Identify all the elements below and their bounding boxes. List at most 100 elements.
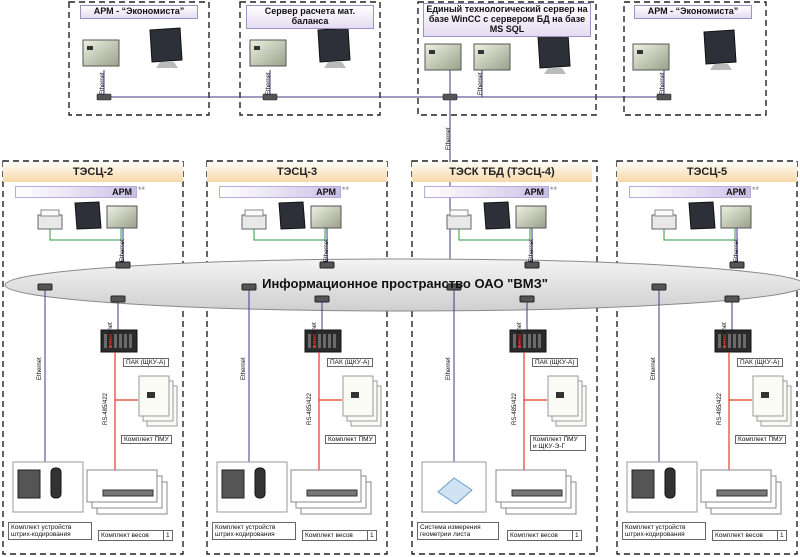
section-ethernet-label: Ethernet [517, 322, 523, 345]
scales-icon [306, 489, 358, 497]
computer-icon [515, 205, 547, 229]
printer-icon [37, 214, 63, 230]
information-space-cloud [4, 258, 800, 312]
arm-link-line [663, 228, 736, 241]
plc-label: ПАК (ЩКУ-А) [737, 358, 783, 368]
left-device-label: Комплект устройств штрих-кодирования [8, 522, 92, 541]
plc-module-icon [728, 334, 731, 348]
computer-icon [106, 205, 138, 229]
pmu-label: Комплект ПМУ [325, 435, 376, 445]
barcode-printer-icon [631, 469, 655, 499]
barcode-scanner-icon [50, 467, 62, 499]
plc-module-icon [513, 334, 516, 348]
monitor-icon [278, 201, 306, 230]
barcode-printer-icon [221, 469, 245, 499]
sheet-icon [437, 477, 473, 505]
switch-icon [519, 295, 535, 303]
top-box-title: АРМ - “Экономиста” [80, 5, 198, 19]
section-ethernet-label: Ethernet [108, 322, 114, 345]
monitor-icon [688, 201, 716, 230]
top-box-title: Единый технологический сервер на базе Wi… [423, 3, 591, 37]
cloud-title: Информационное пространство ОАО "ВМЗ" [262, 276, 548, 291]
scales-icon [102, 489, 154, 497]
scales-count: 1 [777, 530, 787, 542]
scales-label: Комплект весов [712, 530, 780, 542]
backbone-label: Ethernet [266, 72, 272, 95]
plc-module-icon [323, 334, 326, 348]
barcode-scanner-icon [664, 467, 676, 499]
section-ethernet-label: Ethernet [529, 239, 535, 262]
pmu-label: Комплект ПМУ [735, 435, 786, 445]
arm-text: АРМ [726, 187, 746, 197]
plc-module-icon [518, 334, 521, 348]
plc-module-icon [124, 334, 127, 348]
section-title: ТЭСЦ-2 [3, 162, 183, 182]
arm-link-line [458, 228, 531, 241]
printer-icon [446, 214, 472, 230]
arm-link-line [253, 228, 326, 241]
printer-paper-icon [244, 209, 264, 217]
plc-module-icon [538, 334, 541, 348]
plc-module-icon [109, 334, 112, 348]
scales-icon [511, 489, 563, 497]
switch-icon [651, 283, 667, 291]
section-ethernet-label: Ethernet [312, 322, 318, 345]
computer-icon [720, 205, 752, 229]
left-device-label: Комплект устройств штрих-кодирования [622, 522, 706, 541]
plc-module-icon [114, 334, 117, 348]
pmu-display-icon [147, 392, 155, 398]
scales-label: Комплект весов [302, 530, 370, 542]
top-boxes [68, 1, 767, 116]
pmu-label: Комплект ПМУ и ЩКУ-Э-Г [530, 435, 586, 452]
scales-label: Комплект весов [507, 530, 575, 542]
section-boxes [2, 160, 798, 555]
scales-count: 1 [163, 530, 173, 542]
scales-count: 1 [367, 530, 377, 542]
rs-label: RS-485/422 [307, 392, 313, 425]
arm-label: АРМ** [629, 185, 759, 198]
section-ethernet-label: Ethernet [722, 322, 728, 345]
rs-label: RS-485/422 [103, 392, 109, 425]
switch-icon [524, 261, 540, 269]
section-title: ТЭСК ТБД (ТЭСЦ-4) [412, 162, 592, 182]
section-ethernet-label: Ethernet [446, 357, 452, 380]
plc-module-icon [119, 334, 122, 348]
top-drops [103, 70, 665, 97]
plc-module-icon [528, 334, 531, 348]
left-device-label: Комплект устройств штрих-кодирования [212, 522, 296, 541]
scales-icon [716, 489, 768, 497]
plc-module-icon [318, 334, 321, 348]
scales-frame-icon [290, 469, 362, 503]
barcode-printer-icon [17, 469, 41, 499]
computer-icon [310, 205, 342, 229]
arm-label: АРМ** [424, 185, 557, 198]
section-ethernet-label: Ethernet [120, 239, 126, 262]
section-graphics [12, 201, 792, 515]
plc-module-icon [718, 334, 721, 348]
switch-icon [110, 295, 126, 303]
plc-module-icon [104, 334, 107, 348]
switch-icon [724, 295, 740, 303]
arm-mark: ** [342, 185, 350, 195]
top-computers [82, 27, 737, 74]
pmu-display-icon [351, 392, 359, 398]
scales-frame-icon [700, 469, 772, 503]
plc-module-icon [533, 334, 536, 348]
top-box-title: АРМ - “Экономиста” [634, 5, 752, 19]
arm-mark: ** [138, 185, 146, 195]
printer-paper-icon [40, 209, 60, 217]
section-ethernet-label: Ethernet [734, 239, 740, 262]
plc-module-icon [733, 334, 736, 348]
scales-frame-icon [495, 469, 567, 503]
backbone-label: Ethernet [100, 72, 106, 95]
backbone-label: Ethernet [660, 72, 666, 95]
backbone-label: Ethernet [446, 127, 452, 150]
backbone-label: Ethernet [478, 72, 484, 95]
section-ethernet-label: Ethernet [241, 357, 247, 380]
switch-icon [729, 261, 745, 269]
plc-module-icon [723, 334, 726, 348]
plc-module-icon [129, 334, 132, 348]
section-ethernet-label: Ethernet [37, 357, 43, 380]
section-title: ТЭСЦ-3 [207, 162, 387, 182]
